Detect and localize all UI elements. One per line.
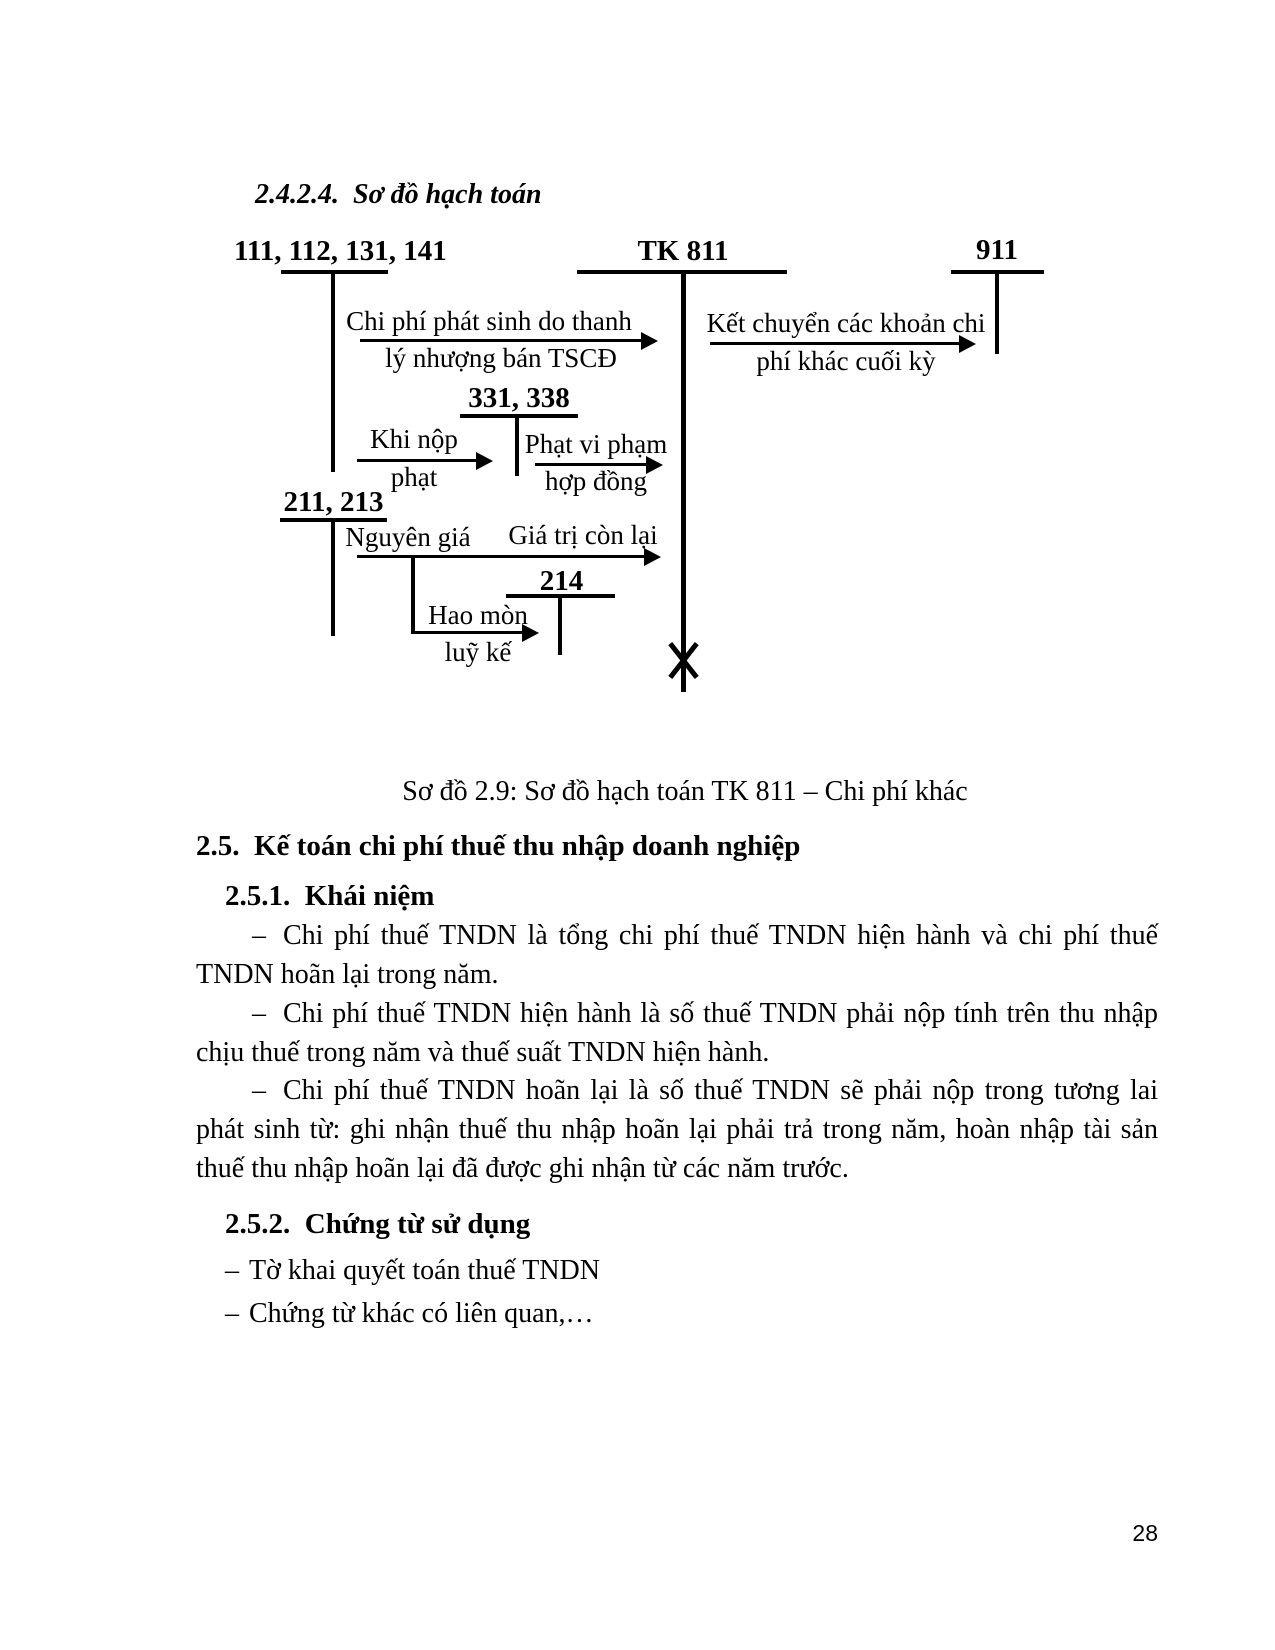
- flow-label-gia-tri-con-lai: Giá trị còn lại: [508, 520, 658, 550]
- flow-label-ket-chuyen-line1: Kết chuyển các khoản chi: [706, 308, 986, 338]
- flow-label-hao-mon-line2: luỹ kế: [444, 637, 512, 667]
- list-item-text: Chứng từ khác có liên quan,…: [249, 1298, 594, 1329]
- account-label-214: 214: [539, 565, 584, 597]
- bullet-text: Chi phí thuế TNDN hiện hành là số thuế T…: [196, 998, 1158, 1068]
- list-item-text: Tờ khai quyết toán thuế TNDN: [249, 1255, 600, 1286]
- paragraph-bullet-1: –Chi phí thuế TNDN là tổng chi phí thuế …: [196, 916, 1158, 994]
- t-stem-211: [331, 518, 335, 636]
- t-stem-911: [995, 270, 999, 354]
- paragraph-bullet-2: –Chi phí thuế TNDN hiện hành là số thuế …: [196, 994, 1158, 1072]
- flow-label-thanh-ly-line2: lý nhượng bán TSCĐ: [385, 343, 617, 373]
- account-label-tk811: TK 811: [637, 235, 729, 267]
- flow-label-khi-nop-line2: phạt: [390, 462, 438, 492]
- account-label-911: 911: [976, 234, 1018, 266]
- flow-label-hao-mon-line1: Hao mòn: [428, 600, 528, 630]
- list-item-chung-tu-khac: –Chứng từ khác có liên quan,…: [225, 1298, 594, 1330]
- heading-2424: 2.4.2.4. Sơ đồ hạch toán: [255, 179, 542, 210]
- bullet-dash: –: [252, 1075, 266, 1106]
- arrow-ket-chuyen-to-911: [710, 342, 959, 345]
- t-stem-tk811: [681, 270, 686, 692]
- paragraph-bullet-3: –Chi phí thuế TNDN hoãn lại là số thuế T…: [196, 1071, 1158, 1188]
- flow-label-ket-chuyen-line2: phí khác cuối kỳ: [756, 346, 936, 376]
- arrow-gia-tri-con-lai-to-tk811: [357, 555, 644, 558]
- page-number: 28: [1132, 1520, 1158, 1546]
- bullet-text: Chi phí thuế TNDN hoãn lại là số thuế TN…: [196, 1075, 1158, 1184]
- account-label-111-112-131-141: 111, 112, 131, 141: [234, 235, 447, 267]
- bullet-text: Chi phí thuế TNDN là tổng chi phí thuế T…: [196, 920, 1158, 990]
- arrow-thanh-ly-to-tk811: [360, 339, 641, 342]
- account-label-331-338: 331, 338: [468, 382, 570, 414]
- flow-label-phat-vi-pham-line2: hợp đồng: [544, 466, 648, 496]
- bullet-dash: –: [252, 998, 266, 1029]
- t-line-top-331: [460, 414, 578, 418]
- heading-25: 2.5. Kế toán chi phí thuế thu nhập doanh…: [196, 830, 801, 862]
- t-stem-331: [515, 414, 519, 476]
- account-label-211-213: 211, 213: [283, 486, 384, 518]
- heading-252: 2.5.2. Chứng từ sử dụng: [225, 1208, 531, 1240]
- branch-line-to-214: [411, 555, 415, 634]
- flow-label-phat-vi-pham-line1: Phạt vi phạm: [524, 429, 668, 459]
- arrow-hao-mon-to-214: [413, 631, 522, 634]
- arrow-phat-vi-pham-to-tk811: [535, 463, 646, 466]
- bullet-dash: –: [252, 920, 266, 951]
- bullet-dash: –: [225, 1255, 239, 1286]
- bullet-dash: –: [225, 1298, 239, 1329]
- diagram-caption: Sơ đồ 2.9: Sơ đồ hạch toán TK 811 – Chi …: [402, 776, 968, 807]
- t-stem-111: [331, 270, 335, 472]
- flow-label-nguyen-gia: Nguyên giá: [345, 522, 471, 552]
- t-account-diagram: 111, 112, 131, 141 TK 811 911 331, 338 2…: [0, 0, 1275, 700]
- list-item-to-khai: –Tờ khai quyết toán thuế TNDN: [225, 1255, 600, 1287]
- flow-label-khi-nop-line1: Khi nộp: [370, 424, 458, 454]
- flow-label-thanh-ly-line1: Chi phí phát sinh do thanh: [346, 306, 632, 336]
- arrow-khi-nop-to-331: [357, 459, 476, 462]
- t-stem-214: [558, 594, 562, 655]
- heading-251: 2.5.1. Khái niệm: [225, 880, 435, 912]
